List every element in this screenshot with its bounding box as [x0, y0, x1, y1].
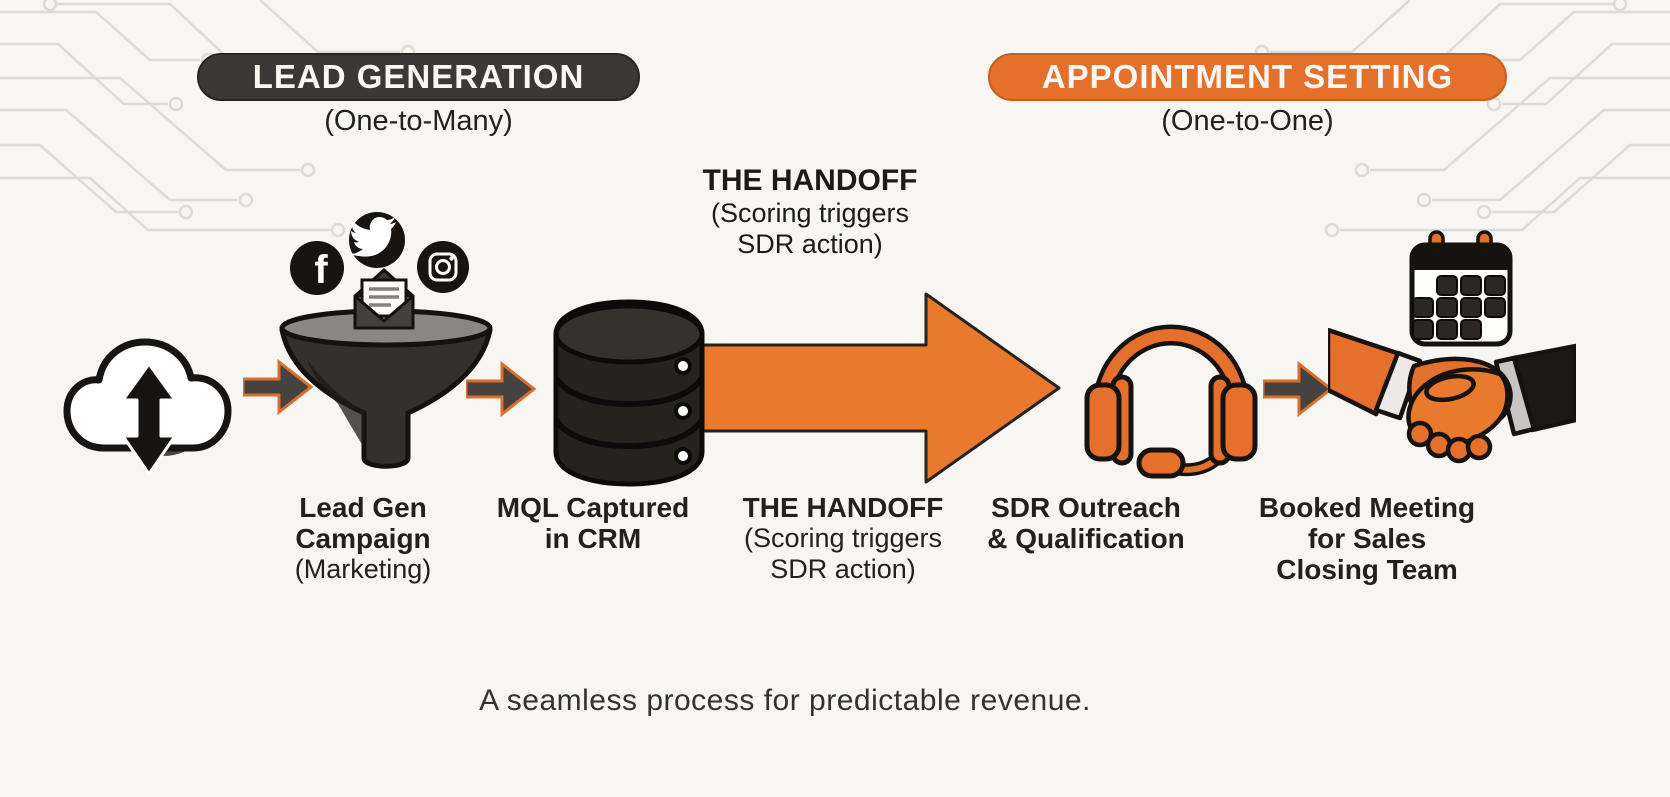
handoff-callout-subtitle-line2: SDR action): [737, 229, 883, 259]
handoff-callout: THE HANDOFF (Scoring triggers SDR action…: [640, 164, 980, 260]
label-line: in CRM: [544, 523, 642, 554]
email-envelope-icon: [353, 268, 415, 330]
marketing-funnel-icon: f: [279, 212, 493, 469]
label-subtitle: SDR action): [770, 554, 916, 584]
flow-arrow-icon: [1263, 360, 1334, 418]
handoff-callout-title: THE HANDOFF: [702, 164, 918, 197]
svg-text:f: f: [314, 248, 328, 292]
cloud-sync-icon: [63, 338, 232, 476]
label-subtitle: (Scoring triggers: [743, 523, 943, 553]
sdr-headset-icon: [1084, 324, 1258, 479]
instagram-icon: [417, 241, 469, 293]
handoff-callout-subtitle-line1: (Scoring triggers: [710, 198, 910, 228]
lead-generation-subtitle: (One-to-Many): [324, 105, 513, 137]
label-mql-captured: MQL Captured in CRM: [448, 492, 738, 554]
crm-database-icon: [553, 299, 705, 487]
calendar-icon: [1409, 230, 1513, 347]
label-line: for Sales: [1307, 523, 1427, 554]
label-line: Lead Gen: [299, 492, 427, 523]
label-line: Closing Team: [1276, 554, 1458, 585]
lead-generation-badge-label: LEAD GENERATION: [252, 58, 585, 95]
circuit-decoration-left: [0, 0, 418, 238]
handshake-icon: [1328, 328, 1576, 464]
appointment-setting-badge-label: APPOINTMENT SETTING: [1041, 58, 1454, 95]
label-line: MQL Captured: [496, 492, 690, 523]
label-sdr-outreach: SDR Outreach & Qualification: [936, 492, 1236, 554]
flow-arrow-icon: [243, 358, 314, 416]
label-line: THE HANDOFF: [742, 492, 944, 523]
label-line: SDR Outreach: [991, 492, 1181, 523]
label-booked-meeting: Booked Meeting for Sales Closing Team: [1222, 492, 1512, 585]
appointment-setting-badge: APPOINTMENT SETTING: [988, 53, 1507, 101]
label-subtitle: (Marketing): [294, 554, 432, 584]
appointment-setting-subtitle: (One-to-One): [1161, 105, 1334, 137]
tagline: A seamless process for predictable reven…: [479, 684, 1091, 717]
label-line: & Qualification: [987, 523, 1185, 554]
label-lead-gen-campaign: Lead Gen Campaign (Marketing): [238, 492, 488, 585]
label-line: Booked Meeting: [1258, 492, 1476, 523]
twitter-icon: [349, 212, 405, 268]
label-the-handoff: THE HANDOFF (Scoring triggers SDR action…: [688, 492, 998, 585]
lead-generation-badge: LEAD GENERATION: [197, 53, 640, 101]
flow-arrow-icon: [466, 360, 537, 418]
label-line: Campaign: [295, 523, 431, 554]
facebook-icon: f: [290, 241, 344, 295]
